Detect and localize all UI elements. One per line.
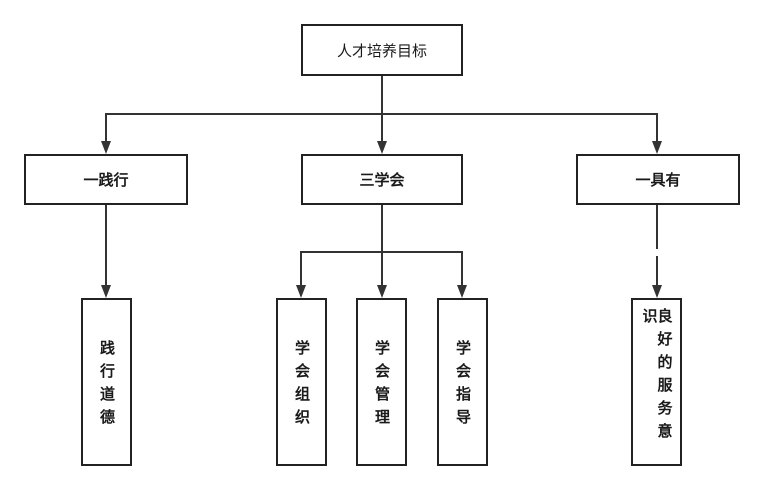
branch-node-label: 一践行 [83, 171, 129, 189]
branch-node-label: 一具有 [635, 171, 681, 189]
arrowhead [457, 285, 467, 298]
branch-node-box: 一具有 [576, 154, 740, 205]
leaf-node-label: 学会组织 [293, 340, 311, 432]
arrowhead [101, 141, 111, 154]
leaf-node-label: 践行道德 [98, 340, 116, 432]
leaf-node-box: 学会指导 [437, 298, 488, 466]
branch-node-box: 三学会 [301, 154, 463, 205]
branch-node-box: 一践行 [24, 154, 188, 205]
leaf-node-box: 良好的服务意识 [631, 298, 682, 466]
leaf-node-label: 学会指导 [454, 340, 472, 432]
leaf-node-label: 学会管理 [373, 340, 391, 432]
root-node-label: 人才培养目标 [336, 41, 427, 60]
leaf-node-box: 践行道德 [81, 298, 132, 466]
root-node-box: 人才培养目标 [301, 24, 463, 76]
arrowhead [377, 285, 387, 298]
leaf-node-box: 学会组织 [276, 298, 327, 466]
arrowhead [652, 141, 662, 154]
arrowhead [377, 141, 387, 154]
leaf-node-label: 良好的服务意识 [640, 308, 674, 446]
branch-node-label: 三学会 [359, 171, 405, 189]
arrowhead [101, 285, 111, 298]
leaf-node-box: 学会管理 [356, 298, 407, 466]
arrowhead [652, 285, 662, 298]
arrowhead [296, 285, 306, 298]
